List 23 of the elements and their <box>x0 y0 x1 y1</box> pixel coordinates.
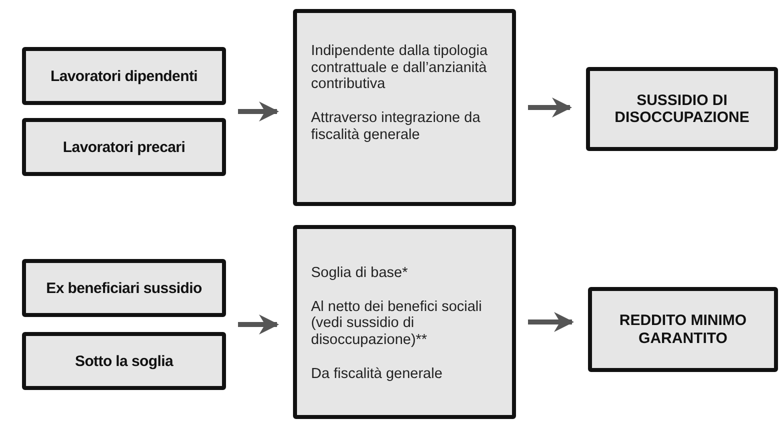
box-label: Lavoratori dipendenti <box>50 68 198 84</box>
box-label: Sotto la soglia <box>74 352 173 370</box>
description-text: Soglia di base* <box>311 265 409 282</box>
group-box <box>22 259 226 317</box>
description-text: Indipendente dalla tipologia contrattuale e dall’anzianità contributiva <box>311 43 489 94</box>
arrow <box>238 102 279 122</box>
box-label: Ex beneficiari sussidio <box>46 280 202 296</box>
arrow <box>238 314 279 334</box>
box-label: Lavoratori precari <box>62 138 186 156</box>
group-box <box>22 332 226 390</box>
description-box <box>293 9 516 206</box>
group-box <box>22 118 226 176</box>
description-text: Da fiscalità generale <box>311 366 444 382</box>
outcome-box <box>588 287 778 372</box>
arrow <box>528 312 574 332</box>
outcome-title: REDDITO MINIMO GARANTITO <box>618 312 748 347</box>
description-text: Al netto dei benefici sociali (vedi sussidio di disoccupazione)** <box>311 298 483 349</box>
description-text: Attraverso integrazione da fiscalità generale <box>311 110 482 144</box>
outcome-title: SUSSIDIO DI DISOCCUPAZIONE <box>614 92 750 126</box>
description-box <box>293 225 516 419</box>
group-box <box>22 47 226 105</box>
outcome-box <box>586 67 778 151</box>
arrow <box>528 98 572 118</box>
